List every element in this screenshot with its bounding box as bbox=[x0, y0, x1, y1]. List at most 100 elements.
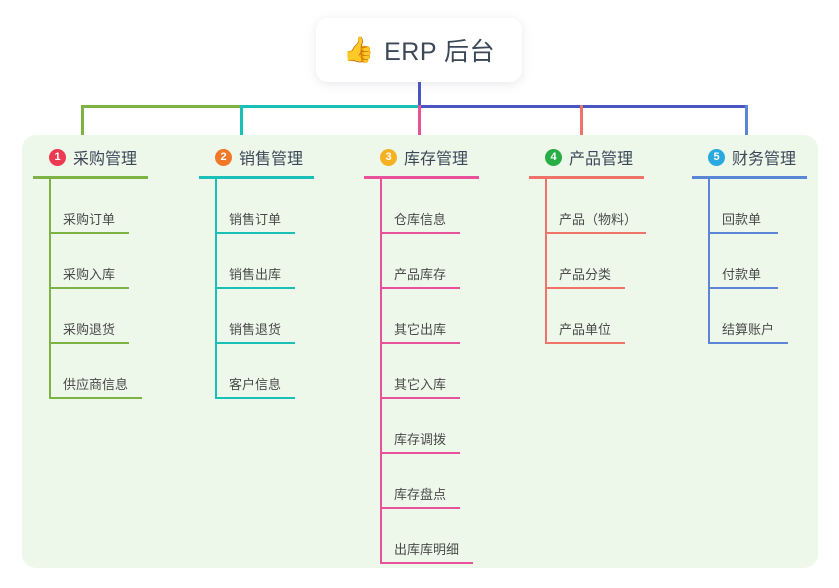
leaf-node[interactable]: 产品分类 bbox=[545, 234, 689, 289]
column-badge-2: 2 bbox=[215, 148, 232, 166]
leaf-rule bbox=[545, 342, 625, 344]
leaf-list-3: 仓库信息产品库存其它出库其它入库库存调拨库存盘点出库库明细 bbox=[364, 179, 524, 564]
leaf-rule bbox=[545, 287, 625, 289]
leaf-node[interactable]: 回款单 bbox=[708, 179, 839, 234]
connector-drop-5 bbox=[745, 105, 748, 145]
leaf-node[interactable]: 出库库明细 bbox=[380, 509, 524, 564]
leaf-label: 仓库信息 bbox=[394, 212, 447, 227]
leaf-node[interactable]: 库存盘点 bbox=[380, 454, 524, 509]
leaf-node[interactable]: 采购订单 bbox=[49, 179, 193, 234]
root-connector-stem bbox=[418, 82, 421, 107]
column-spine-2 bbox=[215, 179, 217, 399]
leaf-rule bbox=[708, 287, 778, 289]
column-spine-4 bbox=[545, 179, 547, 344]
leaf-label: 产品单位 bbox=[559, 322, 612, 337]
column-badge-5: 5 bbox=[708, 148, 725, 166]
leaf-rule bbox=[49, 232, 129, 234]
column-2: 2 销售管理销售订单销售出库销售退货客户信息 bbox=[199, 145, 359, 399]
leaf-node[interactable]: 销售出库 bbox=[215, 234, 359, 289]
column-header-4[interactable]: 4 产品管理 bbox=[529, 145, 689, 169]
leaf-rule bbox=[215, 342, 295, 344]
column-title-1: 采购管理 bbox=[73, 151, 138, 168]
leaf-rule bbox=[215, 397, 295, 399]
column-rule-4 bbox=[529, 176, 644, 179]
leaf-label: 结算账户 bbox=[722, 322, 775, 337]
leaf-node[interactable]: 产品（物料） bbox=[545, 179, 689, 234]
column-rule-1 bbox=[33, 176, 148, 179]
connector-drop-1 bbox=[81, 105, 84, 145]
leaf-label: 销售出库 bbox=[229, 267, 282, 282]
leaf-list-1: 采购订单采购入库采购退货供应商信息 bbox=[33, 179, 193, 399]
column-badge-3: 3 bbox=[380, 148, 397, 166]
diagram-panel bbox=[22, 135, 818, 568]
leaf-node[interactable]: 产品库存 bbox=[380, 234, 524, 289]
connector-drop-2 bbox=[240, 105, 243, 145]
leaf-label: 库存盘点 bbox=[394, 487, 447, 502]
bus-segment-1 bbox=[81, 105, 241, 108]
column-badge-1: 1 bbox=[49, 148, 66, 166]
leaf-rule bbox=[708, 232, 778, 234]
column-header-2[interactable]: 2 销售管理 bbox=[199, 145, 359, 169]
leaf-rule bbox=[215, 287, 295, 289]
column-title-2: 销售管理 bbox=[239, 151, 304, 168]
leaf-label: 产品（物料） bbox=[559, 212, 638, 227]
leaf-node[interactable]: 其它入库 bbox=[380, 344, 524, 399]
leaf-node[interactable]: 客户信息 bbox=[215, 344, 359, 399]
column-rule-2 bbox=[199, 176, 314, 179]
column-header-3[interactable]: 3 库存管理 bbox=[364, 145, 524, 169]
leaf-node[interactable]: 结算账户 bbox=[708, 289, 839, 344]
root-node[interactable]: 👍 ERP 后台 bbox=[316, 18, 522, 82]
leaf-node[interactable]: 销售订单 bbox=[215, 179, 359, 234]
leaf-node[interactable]: 付款单 bbox=[708, 234, 839, 289]
leaf-node[interactable]: 采购入库 bbox=[49, 234, 193, 289]
leaf-node[interactable]: 销售退货 bbox=[215, 289, 359, 344]
leaf-rule bbox=[49, 287, 129, 289]
leaf-node[interactable]: 仓库信息 bbox=[380, 179, 524, 234]
leaf-label: 采购入库 bbox=[63, 267, 116, 282]
leaf-list-5: 回款单付款单结算账户 bbox=[692, 179, 839, 344]
leaf-rule bbox=[49, 397, 142, 399]
leaf-label: 回款单 bbox=[722, 212, 762, 227]
column-5: 5 财务管理回款单付款单结算账户 bbox=[692, 145, 839, 344]
column-spine-5 bbox=[708, 179, 710, 344]
column-1: 1 采购管理采购订单采购入库采购退货供应商信息 bbox=[33, 145, 193, 399]
leaf-rule bbox=[380, 397, 460, 399]
thumbs-up-icon: 👍 bbox=[342, 35, 375, 64]
column-header-1[interactable]: 1 采购管理 bbox=[33, 145, 193, 169]
leaf-label: 销售订单 bbox=[229, 212, 282, 227]
column-badge-4: 4 bbox=[545, 148, 562, 166]
leaf-node[interactable]: 产品单位 bbox=[545, 289, 689, 344]
leaf-rule bbox=[215, 232, 295, 234]
leaf-label: 付款单 bbox=[722, 267, 762, 282]
leaf-node[interactable]: 供应商信息 bbox=[49, 344, 193, 399]
bus-segment-2 bbox=[241, 105, 418, 108]
column-rule-5 bbox=[692, 176, 807, 179]
leaf-label: 产品库存 bbox=[394, 267, 447, 282]
leaf-rule bbox=[380, 452, 460, 454]
column-title-4: 产品管理 bbox=[569, 151, 634, 168]
column-title-3: 库存管理 bbox=[404, 151, 469, 168]
leaf-label: 出库库明细 bbox=[394, 542, 460, 557]
column-3: 3 库存管理仓库信息产品库存其它出库其它入库库存调拨库存盘点出库库明细 bbox=[364, 145, 524, 564]
leaf-node[interactable]: 采购退货 bbox=[49, 289, 193, 344]
column-header-5[interactable]: 5 财务管理 bbox=[692, 145, 839, 169]
leaf-node[interactable]: 其它出库 bbox=[380, 289, 524, 344]
leaf-label: 销售退货 bbox=[229, 322, 282, 337]
connector-drop-3 bbox=[418, 105, 421, 145]
leaf-label: 采购订单 bbox=[63, 212, 116, 227]
column-rule-3 bbox=[364, 176, 479, 179]
leaf-label: 库存调拨 bbox=[394, 432, 447, 447]
leaf-rule bbox=[380, 287, 460, 289]
leaf-list-2: 销售订单销售出库销售退货客户信息 bbox=[199, 179, 359, 399]
connector-drop-4 bbox=[580, 105, 583, 145]
leaf-node[interactable]: 库存调拨 bbox=[380, 399, 524, 454]
column-title-5: 财务管理 bbox=[732, 151, 797, 168]
leaf-rule bbox=[380, 342, 460, 344]
leaf-label: 产品分类 bbox=[559, 267, 612, 282]
leaf-label: 其它出库 bbox=[394, 322, 447, 337]
column-spine-1 bbox=[49, 179, 51, 399]
root-title: ERP 后台 bbox=[384, 38, 496, 66]
leaf-label: 采购退货 bbox=[63, 322, 116, 337]
leaf-list-4: 产品（物料） 产品分类产品单位 bbox=[529, 179, 689, 344]
